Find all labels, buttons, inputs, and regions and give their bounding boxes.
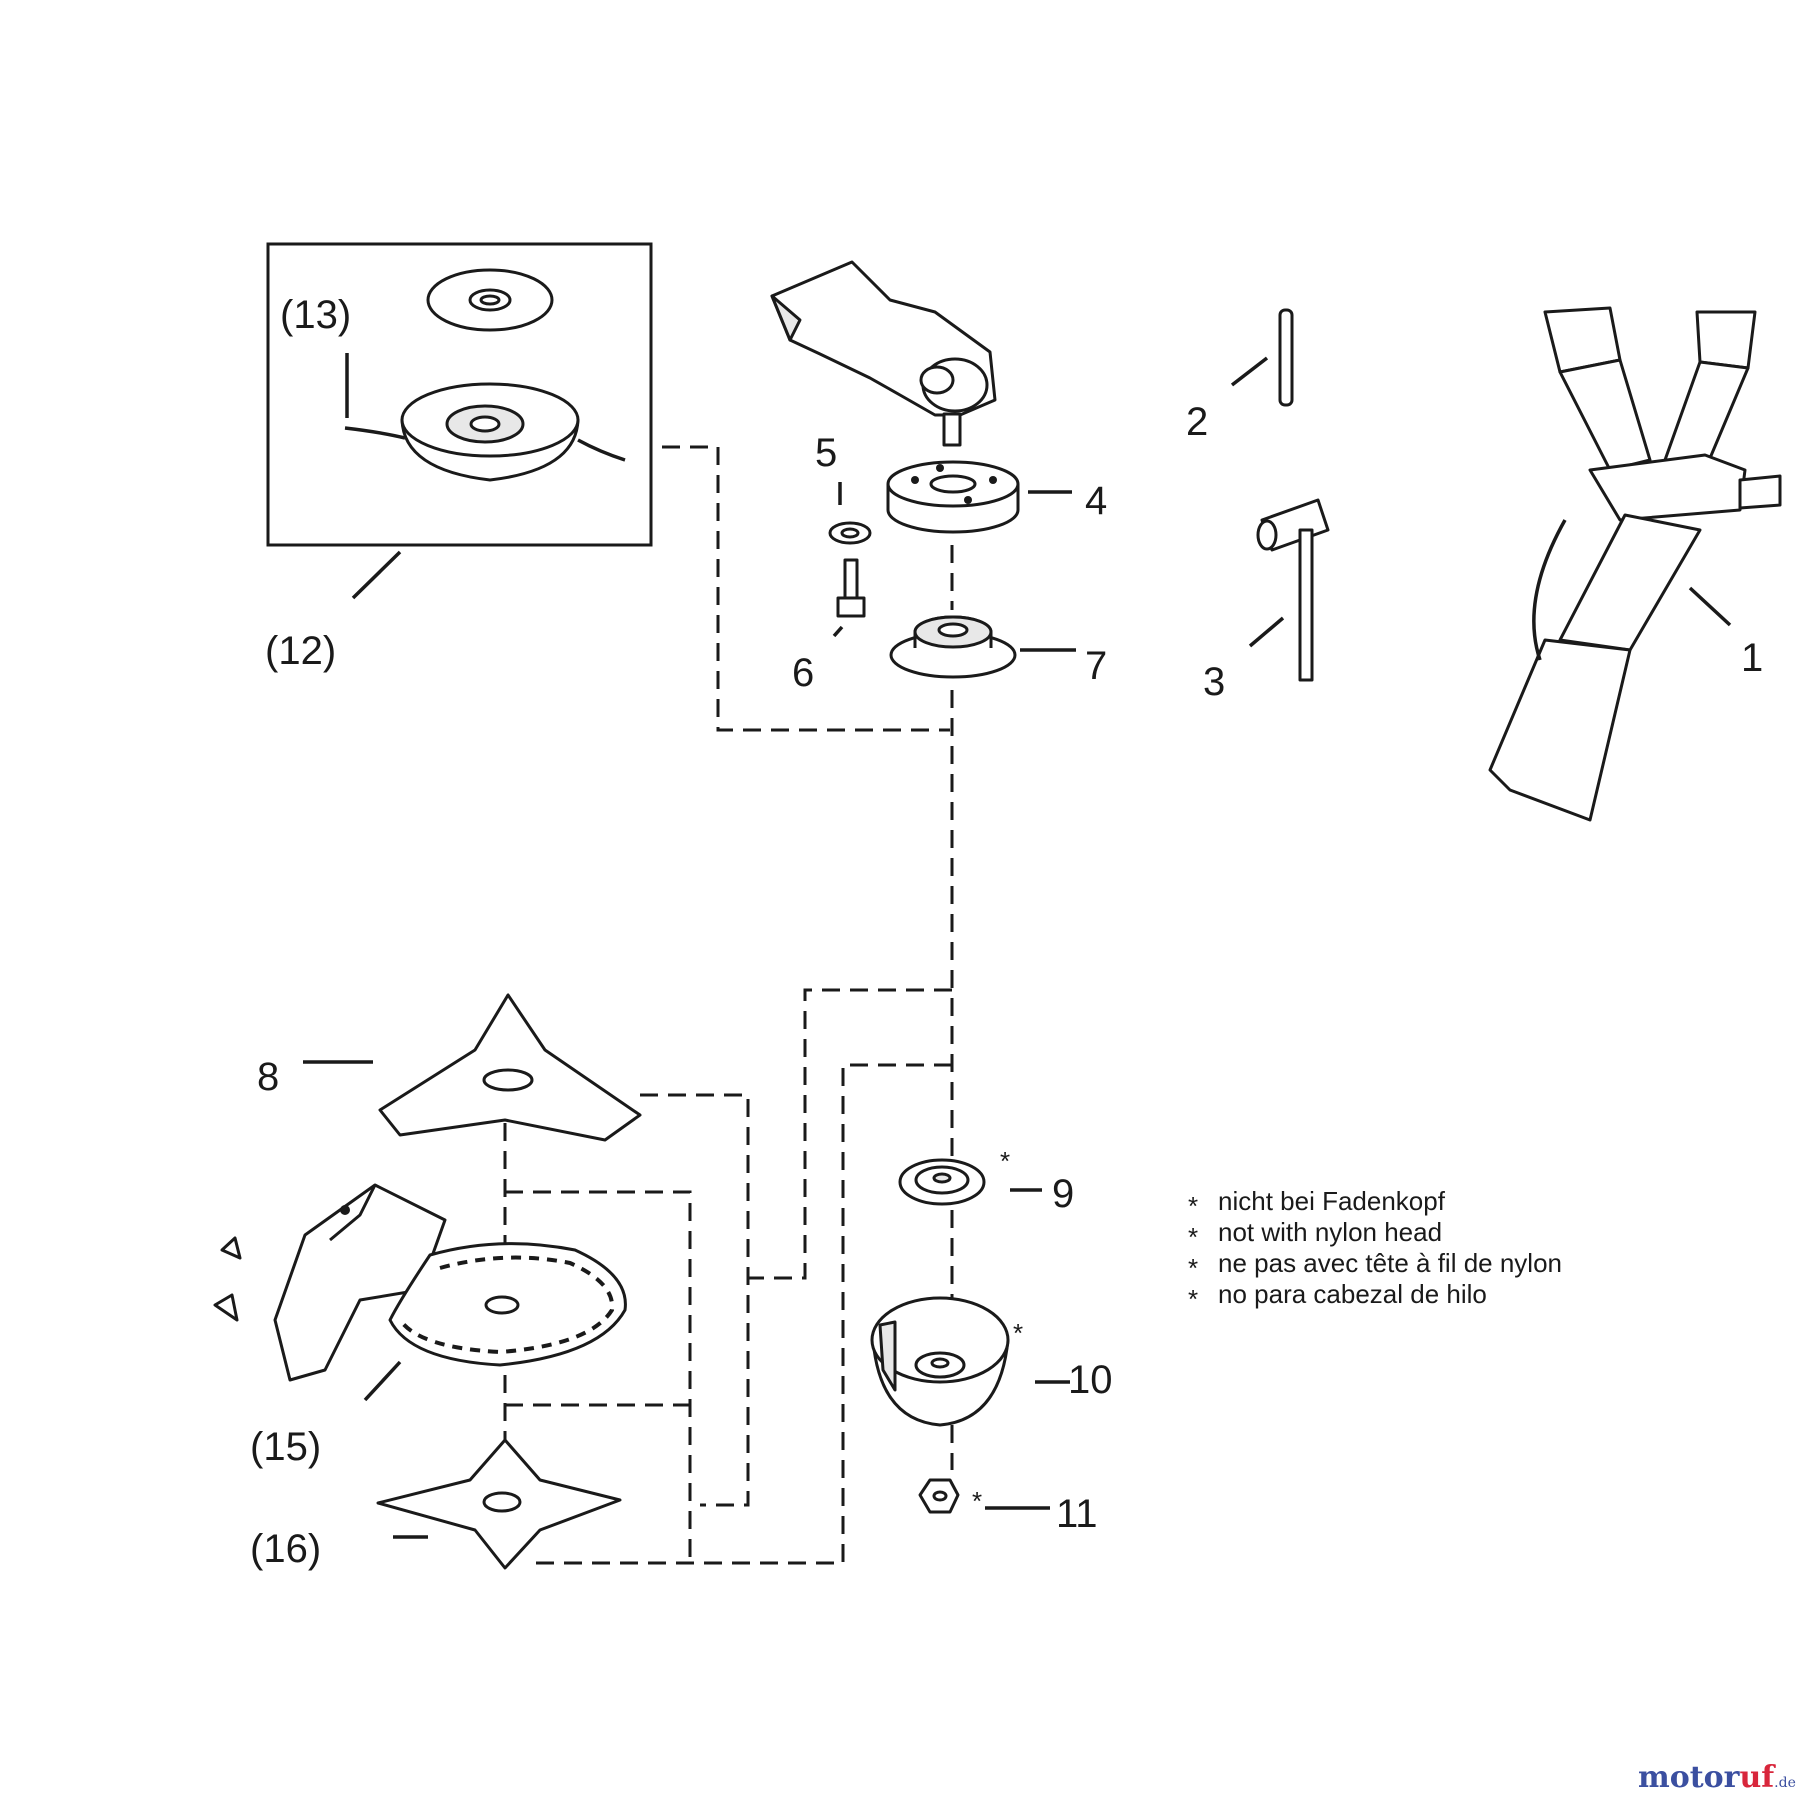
watermark-main-a: motor [1638,1760,1741,1795]
footnote-line: not with nylon head [1218,1217,1442,1247]
label-10: 10 [1068,1358,1113,1402]
hex-bolt [836,558,866,618]
circular-saw-blade [388,1242,627,1367]
asterisk-11: * [972,1486,982,1516]
label-15: (15) [250,1425,321,1469]
svg-text:motoruf.de: motoruf.de [1638,1760,1796,1795]
watermark-suffix: .de [1774,1775,1796,1791]
footnote-asterisk: * [1188,1222,1198,1252]
footnote-line: nicht bei Fadenkopf [1218,1186,1446,1216]
watermark-logo: motoruf.de [1638,1760,1796,1795]
label-5: 5 [815,431,837,475]
footnote-asterisk: * [1188,1191,1198,1221]
footnote-line: ne pas avec tête à fil de nylon [1218,1248,1562,1278]
label-9: 9 [1052,1172,1074,1216]
footnote-asterisk: * [1188,1284,1198,1314]
label-2: 2 [1186,400,1208,444]
label-7: 7 [1085,644,1107,688]
watermark-main-b: uf [1739,1760,1776,1795]
footnote-line: no para cabezal de hilo [1218,1279,1487,1309]
flange-washer [886,460,1020,534]
three-tooth-blade [378,993,642,1142]
hex-nut [918,1478,960,1514]
asterisk-10: * [1013,1318,1023,1348]
label-8: 8 [257,1055,279,1099]
asterisk-9: * [1000,1146,1010,1176]
four-tooth-blade [376,1438,622,1570]
leader-lines [303,353,1732,1539]
label-13: (13) [280,293,351,337]
thrust-washer [898,1158,986,1206]
label-3: 3 [1203,660,1225,704]
label-12: (12) [265,629,336,673]
socket-wrench [1256,498,1330,682]
label-1: 1 [1741,636,1763,680]
shoulder-harness [1488,306,1782,822]
label-11: 11 [1056,1492,1098,1536]
saw-blade-guard [213,1183,447,1382]
footnote-asterisk: * [1188,1253,1198,1283]
gear-head [770,260,997,447]
label-16: (16) [250,1527,321,1571]
support-cup [870,1296,1010,1427]
drive-disc [889,615,1017,679]
footnote: * nicht bei Fadenkopf * not with nylon h… [1188,1186,1562,1314]
label-4: 4 [1085,479,1107,523]
nylon-line [344,426,406,440]
locking-pin [1278,308,1294,407]
trimmer-head-box [266,242,653,547]
label-6: 6 [792,651,814,695]
trimmer-head-assembly [266,242,653,547]
